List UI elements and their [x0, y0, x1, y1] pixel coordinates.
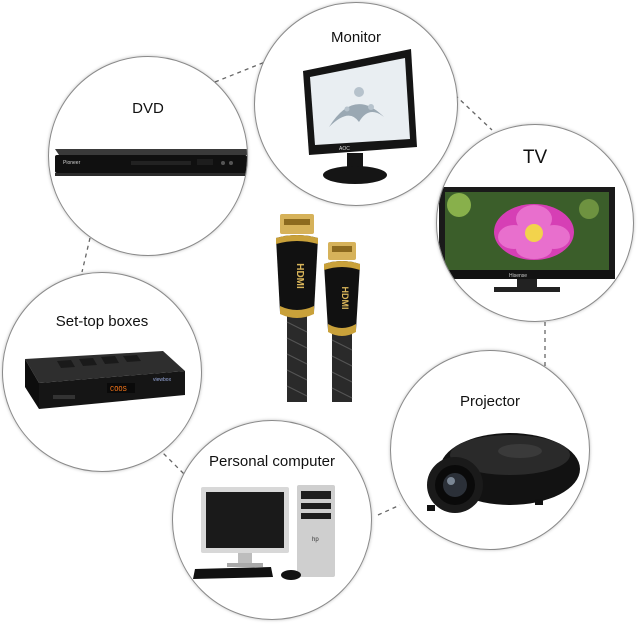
device-label: Set-top boxes — [55, 313, 149, 330]
connector-line — [454, 94, 493, 131]
dvd-circle: DVD Pioneer — [48, 56, 248, 256]
dvd-player-icon: Pioneer — [55, 149, 247, 176]
tv-icon: Hisense — [439, 187, 615, 292]
device-label: Personal computer — [209, 453, 335, 470]
monitor-icon: AOC — [303, 49, 417, 184]
hdmi-cable-left: HDMI — [276, 214, 318, 402]
personal-computer-circle: Personal computer hp — [172, 420, 372, 620]
dvd-brand-text: Pioneer — [63, 160, 81, 166]
hdmi-cable-right: HDMI — [324, 242, 360, 402]
device-label: Monitor — [330, 29, 382, 46]
set-top-display-text: COOS — [110, 386, 127, 394]
connector-line — [81, 237, 91, 273]
hdmi-left-text: HDMI — [294, 263, 305, 289]
connector-line — [377, 504, 401, 516]
desktop-computer-icon: hp — [193, 485, 335, 580]
monitor-brand-text: AOC — [339, 146, 350, 152]
set-top-box-circle: Set-top boxes COOS viewbox — [2, 272, 202, 472]
connector-line — [214, 61, 266, 83]
tv-brand-text: Hisense — [509, 273, 527, 279]
device-label: TV — [522, 147, 548, 168]
projector-circle: Projector — [390, 350, 590, 550]
set-top-box-icon: COOS viewbox — [25, 351, 185, 409]
hdmi-right-text: HDMI — [340, 287, 350, 310]
hdmi-cable-icon: HDMI HDMI — [276, 214, 360, 402]
pc-brand-text: hp — [312, 537, 319, 543]
set-top-brand-text: viewbox — [153, 377, 172, 383]
monitor-circle: Monitor AOC — [254, 2, 458, 206]
device-label: Projector — [459, 393, 521, 410]
tv-circle: TV Hisense — [436, 124, 634, 322]
device-label: DVD — [132, 100, 164, 117]
projector-icon — [427, 433, 580, 513]
